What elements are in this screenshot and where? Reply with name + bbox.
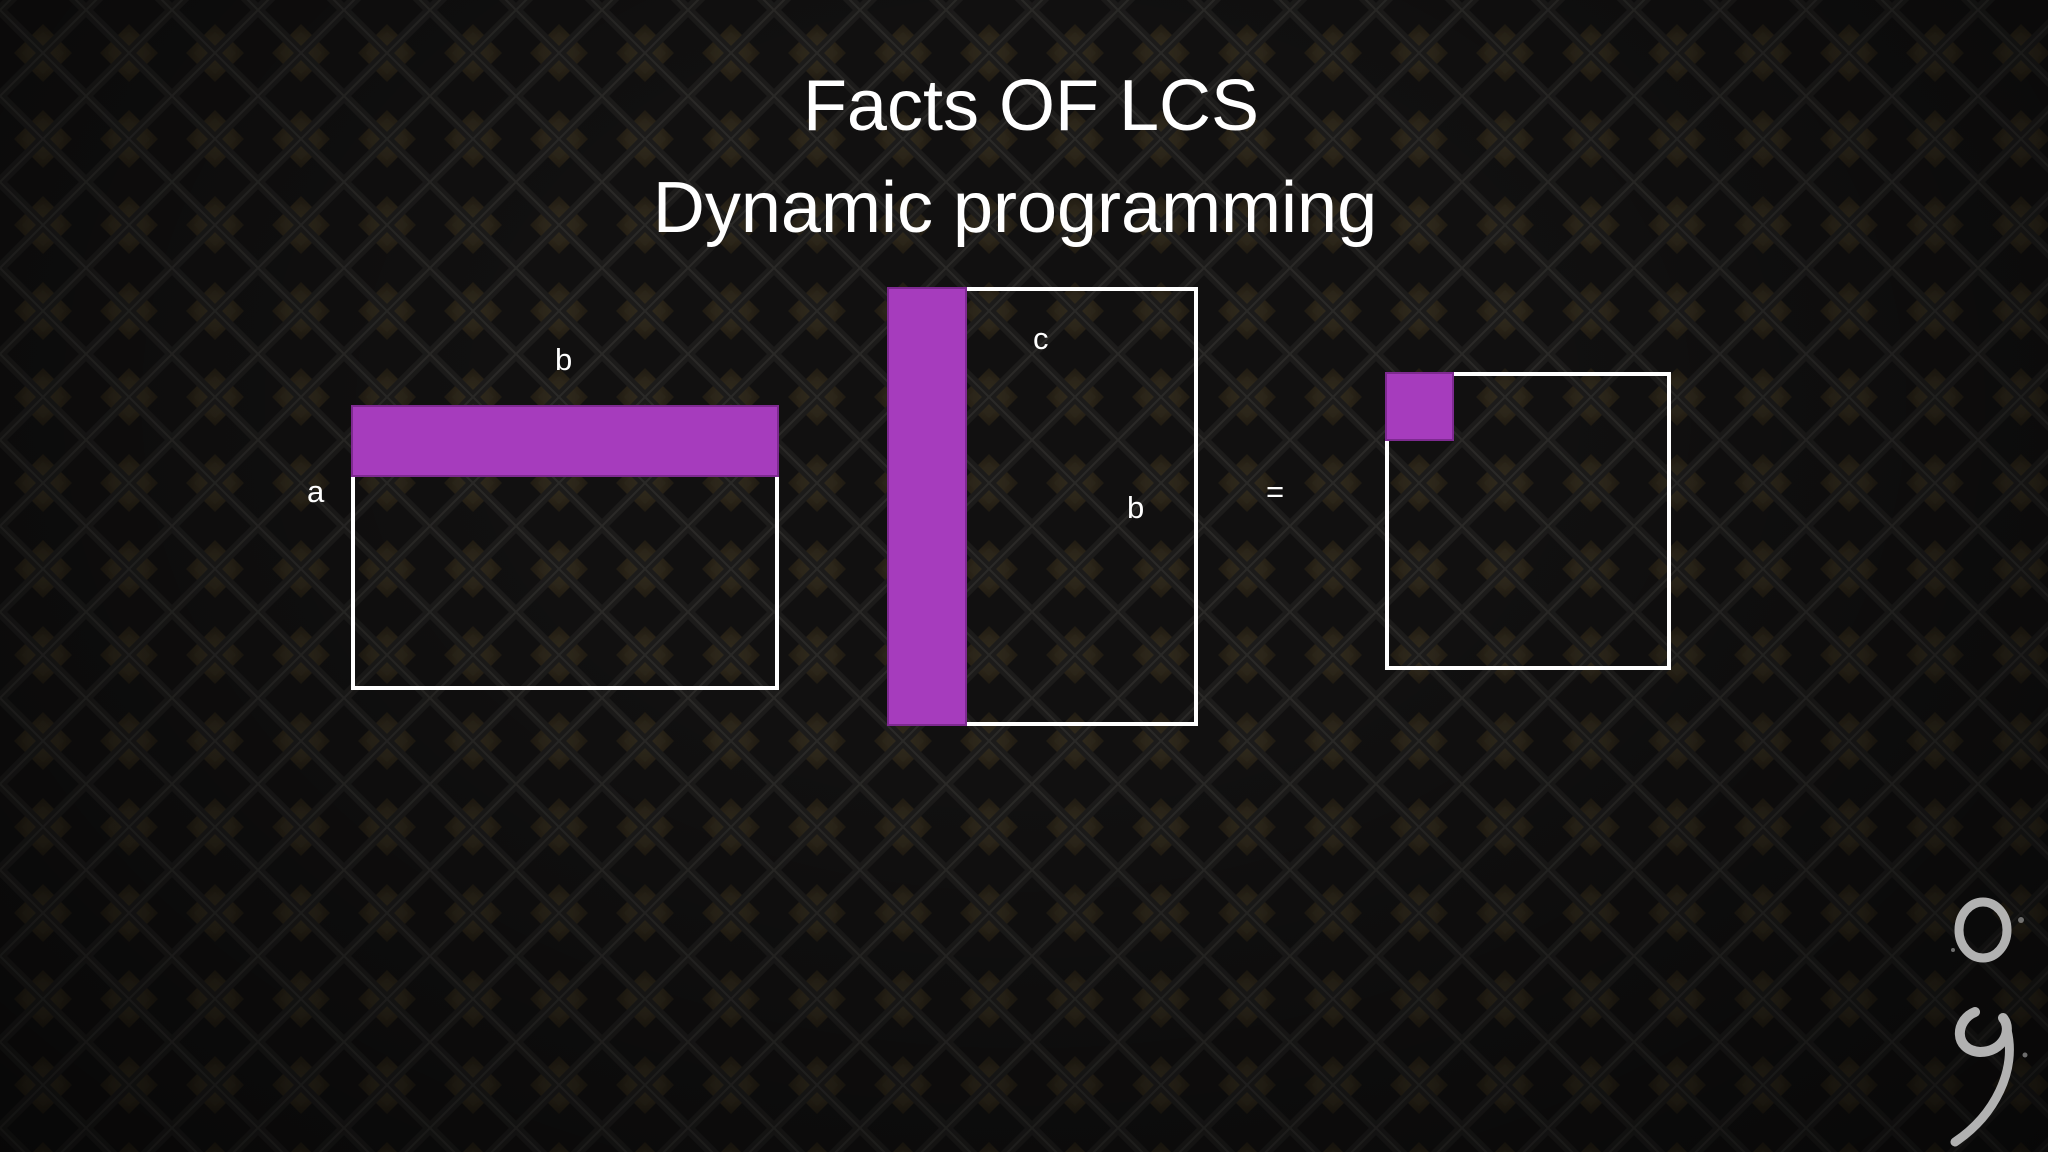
matrix-a-by-b-row-label: a [307,474,325,509]
matrix-b-by-c-row-label: b [1127,490,1145,525]
matrix-a-by-b-col-label: b [555,342,573,377]
result-matrix-highlight-cell [1385,372,1454,441]
slide-title: Facts OF LCS [802,66,1260,146]
matrix-b-by-c-highlight-column [887,287,967,726]
matrix-a-by-b-highlight-row [351,405,779,477]
slide-subtitle: Dynamic programming [652,168,1378,248]
result-matrix-outline [1385,372,1671,670]
equals-sign: = [1266,474,1285,509]
matrix-b-by-c-col-label: c [1033,321,1049,356]
semicolon-brush-icon [1950,897,2028,1147]
